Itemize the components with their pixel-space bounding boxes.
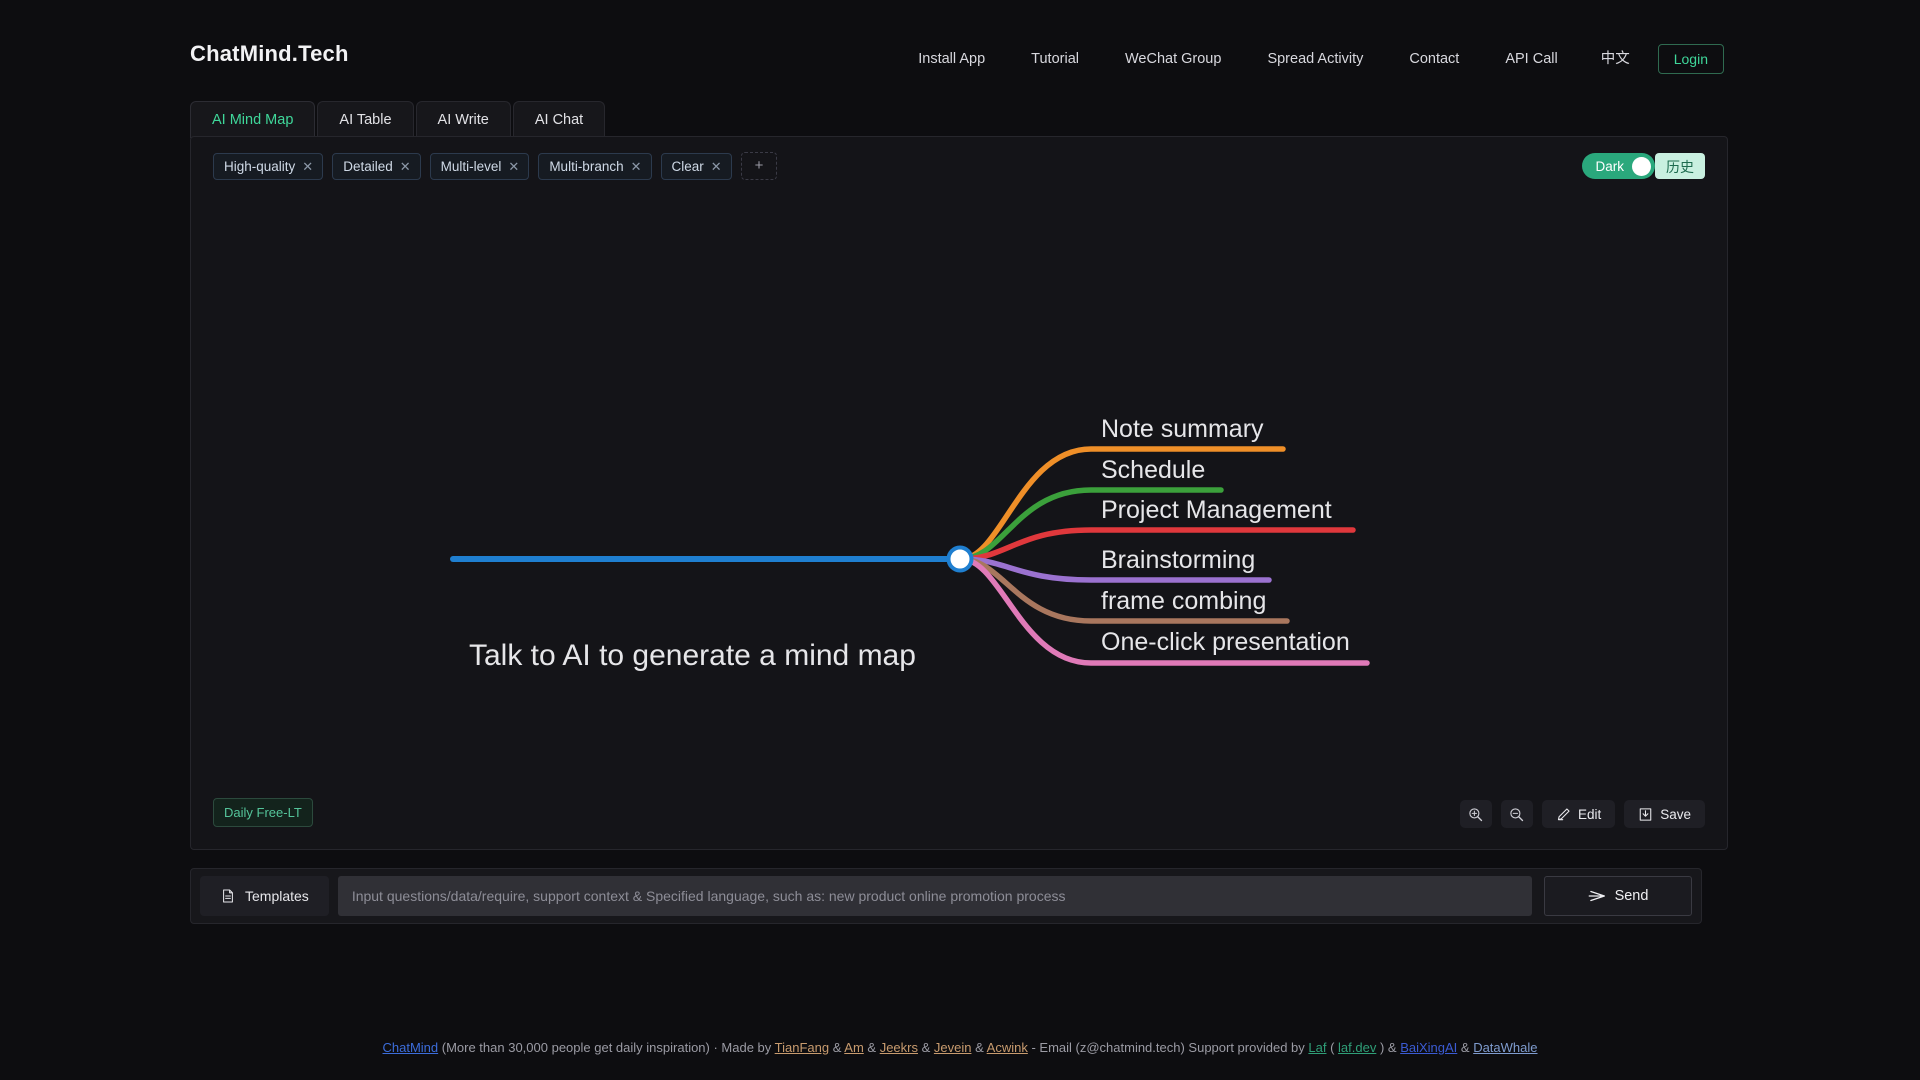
nav-contact[interactable]: Contact xyxy=(1409,51,1460,67)
footer-amp: & xyxy=(971,1040,987,1055)
tag-high-quality[interactable]: High-quality ✕ xyxy=(213,152,324,180)
tab-ai-table[interactable]: AI Table xyxy=(317,101,414,138)
footer-link-tianfang[interactable]: TianFang xyxy=(774,1040,830,1055)
footer-link-baixingai[interactable]: BaiXingAI xyxy=(1400,1040,1458,1055)
daily-free-badge[interactable]: Daily Free-LT xyxy=(213,798,313,827)
footer-amp: & xyxy=(863,1040,880,1055)
root-node-circle xyxy=(946,545,974,573)
mindmap-branch-schedule[interactable]: Schedule xyxy=(1101,456,1206,484)
tag-label: High-quality xyxy=(224,158,296,174)
mode-tabs: AI Mind Map AI Table AI Write AI Chat xyxy=(190,100,607,138)
nav-install-app[interactable]: Install App xyxy=(918,51,986,67)
footer-tagline: (More than 30,000 people get daily inspi… xyxy=(438,1040,775,1055)
zoom-in-icon xyxy=(1469,807,1483,821)
mindmap-branch-frame-combing[interactable]: frame combing xyxy=(1101,587,1267,615)
mindmap-branch-note-summary[interactable]: Note summary xyxy=(1101,415,1264,443)
close-icon[interactable]: ✕ xyxy=(710,158,722,174)
prompt-bar: Templates Send xyxy=(190,868,1702,924)
zoom-out-icon xyxy=(1510,807,1524,821)
templates-button[interactable]: Templates xyxy=(200,876,329,916)
pencil-icon xyxy=(1557,807,1570,820)
mindmap-graph xyxy=(450,446,1370,666)
nav-tutorial[interactable]: Tutorial xyxy=(1031,51,1079,67)
add-tag-button[interactable]: + xyxy=(740,152,778,180)
tag-detailed[interactable]: Detailed ✕ xyxy=(332,152,421,180)
send-icon xyxy=(1588,890,1605,902)
prompt-input[interactable] xyxy=(337,876,1532,916)
main-nav: Install App Tutorial WeChat Group Spread… xyxy=(895,44,1724,74)
login-button[interactable]: Login xyxy=(1657,44,1724,74)
footer-link-jeekrs[interactable]: Jeekrs xyxy=(879,1040,918,1055)
brand-logo[interactable]: ChatMind.Tech xyxy=(190,41,349,66)
footer-link-laf-dev[interactable]: laf.dev xyxy=(1338,1040,1377,1055)
mindmap-branch-project-management[interactable]: Project Management xyxy=(1101,496,1332,524)
tag-label: Detailed xyxy=(343,158,393,174)
history-button[interactable]: 历史 xyxy=(1655,153,1705,179)
tag-multi-branch[interactable]: Multi-branch ✕ xyxy=(538,152,652,180)
dark-mode-toggle-wrap: Dark xyxy=(1582,153,1655,179)
footer-link-chatmind[interactable]: ChatMind xyxy=(382,1040,439,1055)
tag-clear[interactable]: Clear ✕ xyxy=(660,152,732,180)
nav-spread-activity[interactable]: Spread Activity xyxy=(1267,51,1364,67)
tag-multi-level[interactable]: Multi-level ✕ xyxy=(429,152,530,180)
dark-mode-toggle[interactable]: Dark xyxy=(1582,153,1655,179)
footer-link-acwink[interactable]: Acwink xyxy=(986,1040,1028,1055)
mindmap-branch-brainstorming[interactable]: Brainstorming xyxy=(1101,546,1256,574)
edit-label: Edit xyxy=(1577,806,1602,822)
dark-mode-label: Dark xyxy=(1595,158,1624,174)
zoom-out-button[interactable] xyxy=(1500,800,1533,828)
nav-wechat-group[interactable]: WeChat Group xyxy=(1124,51,1222,67)
document-icon xyxy=(223,889,233,903)
mindmap-canvas[interactable]: Talk to AI to generate a mind map Note s… xyxy=(191,187,1729,787)
nav-api-call[interactable]: API Call xyxy=(1505,51,1558,67)
branch-curve-one-click-presentation xyxy=(958,556,1370,666)
save-label: Save xyxy=(1660,806,1691,822)
save-button[interactable]: Save xyxy=(1624,800,1705,828)
footer-amp: & xyxy=(829,1040,845,1055)
footer-link-laf[interactable]: Laf xyxy=(1308,1040,1327,1055)
footer-paren-close: ) & xyxy=(1376,1040,1401,1055)
tab-ai-mind-map[interactable]: AI Mind Map xyxy=(190,101,316,138)
footer-link-jevein[interactable]: Jevein xyxy=(933,1040,972,1055)
toggle-knob[interactable] xyxy=(1632,156,1651,176)
tag-label: Multi-level xyxy=(440,158,502,174)
zoom-in-button[interactable] xyxy=(1459,800,1492,828)
footer-link-datawhale[interactable]: DataWhale xyxy=(1473,1040,1538,1055)
footer-email: - Email (z@chatmind.tech) Support provid… xyxy=(1027,1040,1309,1055)
top-header: ChatMind.Tech Install App Tutorial WeCha… xyxy=(0,0,1920,96)
tag-label: Multi-branch xyxy=(549,158,624,174)
nav-language[interactable]: 中文 xyxy=(1600,51,1630,67)
close-icon[interactable]: ✕ xyxy=(302,158,314,174)
tag-bar: High-quality ✕ Detailed ✕ Multi-level ✕ … xyxy=(213,152,778,180)
templates-label: Templates xyxy=(245,888,309,904)
mindmap-branch-one-click-presentation[interactable]: One-click presentation xyxy=(1101,628,1350,656)
footer-amp: & xyxy=(1457,1040,1474,1055)
close-icon[interactable]: ✕ xyxy=(399,158,411,174)
tab-ai-chat[interactable]: AI Chat xyxy=(512,101,606,138)
page-footer: ChatMind (More than 30,000 people get da… xyxy=(0,1040,1920,1055)
mindmap-root-label[interactable]: Talk to AI to generate a mind map xyxy=(469,639,916,672)
tab-ai-write[interactable]: AI Write xyxy=(415,101,511,138)
send-label: Send xyxy=(1614,888,1649,904)
tag-label: Clear xyxy=(671,158,704,174)
send-button[interactable]: Send xyxy=(1544,876,1692,916)
footer-amp: & xyxy=(917,1040,934,1055)
save-download-icon xyxy=(1639,807,1652,821)
map-controls: Edit Save xyxy=(1459,800,1705,828)
footer-link-am[interactable]: Am xyxy=(844,1040,864,1055)
close-icon[interactable]: ✕ xyxy=(630,158,642,174)
close-icon[interactable]: ✕ xyxy=(508,158,520,174)
footer-paren-open: ( xyxy=(1326,1040,1339,1055)
edit-button[interactable]: Edit xyxy=(1541,800,1616,828)
mindmap-card: High-quality ✕ Detailed ✕ Multi-level ✕ … xyxy=(190,136,1728,850)
